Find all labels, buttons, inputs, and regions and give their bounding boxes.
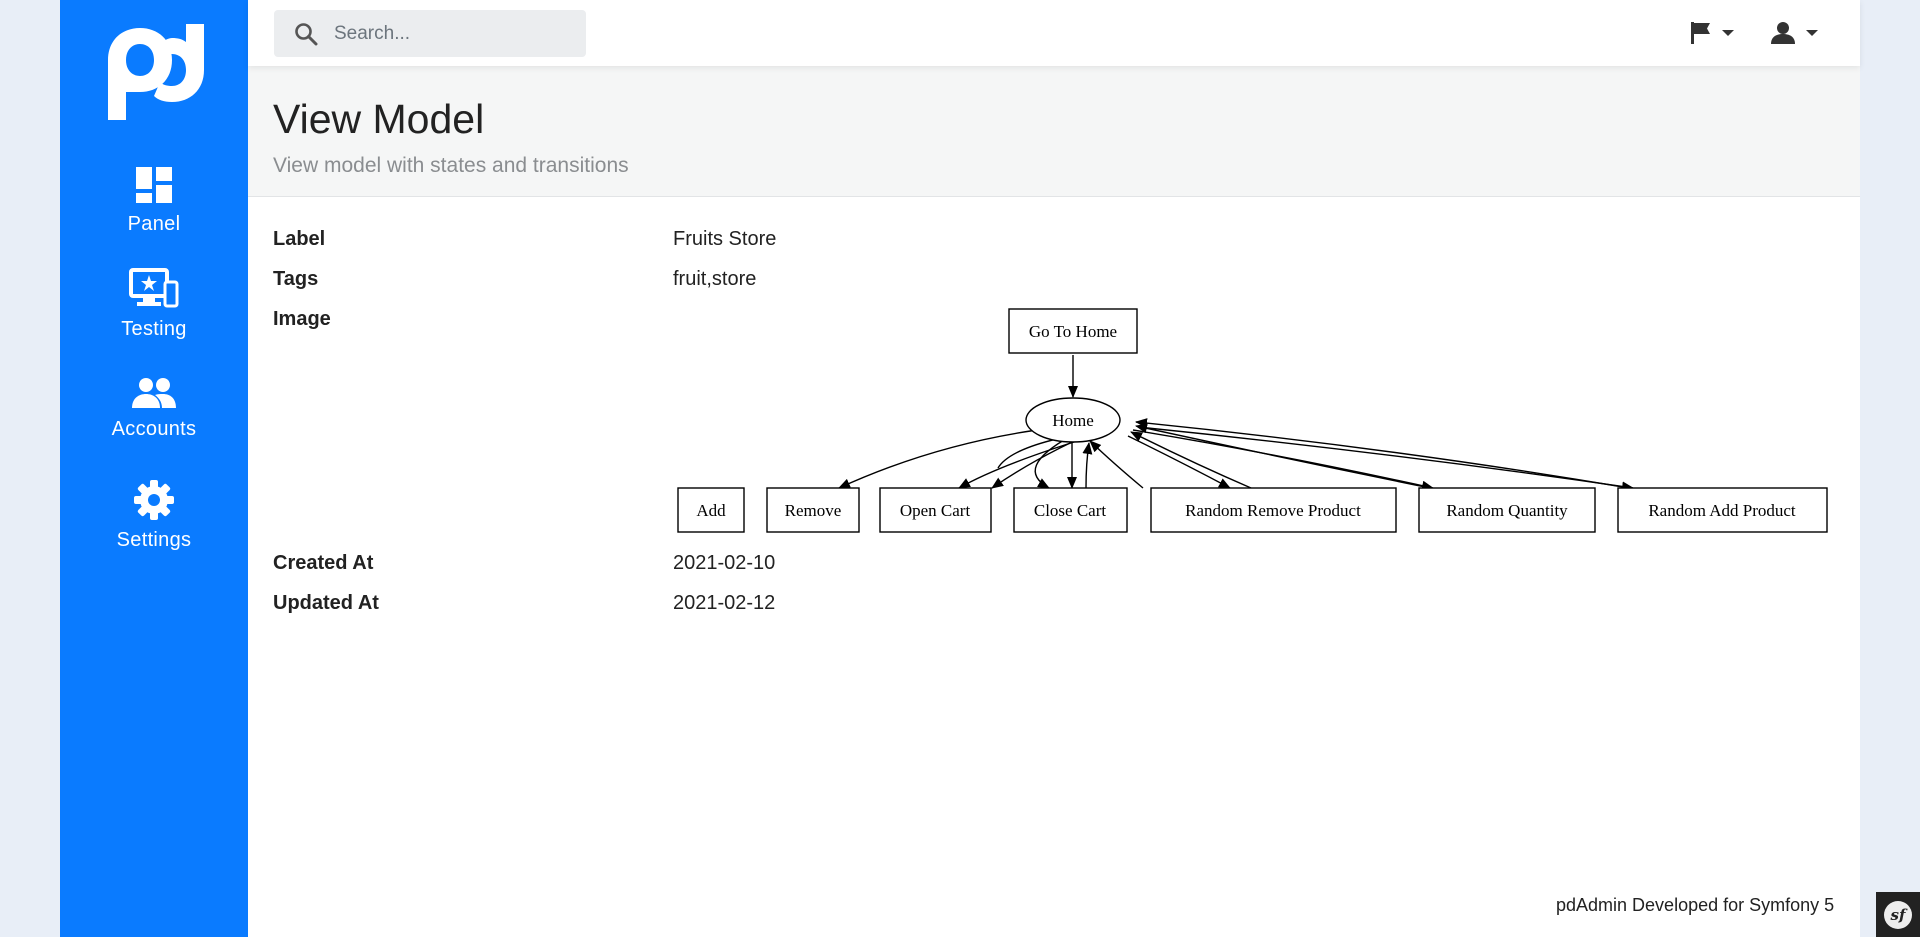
sidebar-item-accounts[interactable]: Accounts — [60, 376, 248, 441]
sidebar-item-label: Accounts — [111, 418, 197, 440]
graph-node-transition: Remove — [785, 501, 842, 520]
symfony-icon: sf — [1884, 900, 1912, 929]
graph-node-transition: Random Add Product — [1648, 501, 1796, 520]
chevron-down-icon — [1806, 30, 1818, 36]
dashboard-icon — [136, 167, 172, 203]
sidebar-item-testing[interactable]: Testing — [60, 268, 248, 341]
sidebar-item-label: Settings — [116, 529, 192, 551]
sidebar-item-label: Testing — [121, 318, 187, 340]
tags-field-name: Tags — [273, 268, 319, 290]
pdadmin-logo[interactable] — [100, 20, 212, 130]
updated-at-field-name: Updated At — [273, 592, 379, 614]
search-icon — [295, 23, 318, 46]
image-field-name: Image — [273, 308, 331, 330]
topbar — [248, 0, 1860, 66]
sidebar-item-panel[interactable]: Panel — [60, 165, 248, 236]
graph-node-state: Home — [1052, 411, 1094, 430]
tags-field-value: fruit,store — [673, 268, 757, 290]
page-title: View Model — [273, 96, 485, 142]
language-dropdown[interactable] — [1690, 18, 1734, 48]
flag-icon — [1691, 22, 1710, 44]
user-icon — [1771, 22, 1795, 44]
testing-devices-icon — [129, 268, 179, 308]
right-edge — [1860, 0, 1920, 937]
footer-credit: pdAdmin Developed for Symfony 5 — [1556, 895, 1835, 915]
sidebar-item-label: Panel — [127, 213, 181, 235]
people-icon — [132, 378, 176, 408]
sidebar-item-settings[interactable]: Settings — [60, 479, 248, 552]
model-graph-image: Go To Home Home Add Remove Open Cart Clo… — [677, 308, 1828, 533]
graph-node-start: Go To Home — [1029, 322, 1117, 341]
created-at-field-name: Created At — [273, 552, 374, 574]
search-box[interactable] — [274, 10, 586, 57]
graph-node-transition: Add — [696, 501, 726, 520]
created-at-field-value: 2021-02-10 — [673, 552, 776, 574]
updated-at-field-value: 2021-02-12 — [673, 592, 776, 614]
user-dropdown[interactable] — [1770, 18, 1818, 48]
page-header: View Model View model with states and tr… — [248, 66, 1860, 197]
graph-node-transition: Random Quantity — [1446, 501, 1568, 520]
page-subtitle: View model with states and transitions — [273, 154, 629, 177]
graph-node-transition: Random Remove Product — [1185, 501, 1361, 520]
graph-node-transition: Close Cart — [1034, 501, 1107, 520]
symfony-toolbar-toggle[interactable]: sf — [1876, 892, 1920, 937]
label-field-value: Fruits Store — [673, 228, 777, 250]
label-field-name: Label — [273, 228, 326, 250]
main-content: View Model View model with states and tr… — [248, 0, 1860, 937]
gear-icon — [134, 480, 174, 520]
sidebar: Panel Testing Accounts — [60, 0, 248, 937]
chevron-down-icon — [1722, 30, 1734, 36]
search-input[interactable] — [334, 10, 574, 57]
graph-node-transition: Open Cart — [900, 501, 971, 520]
